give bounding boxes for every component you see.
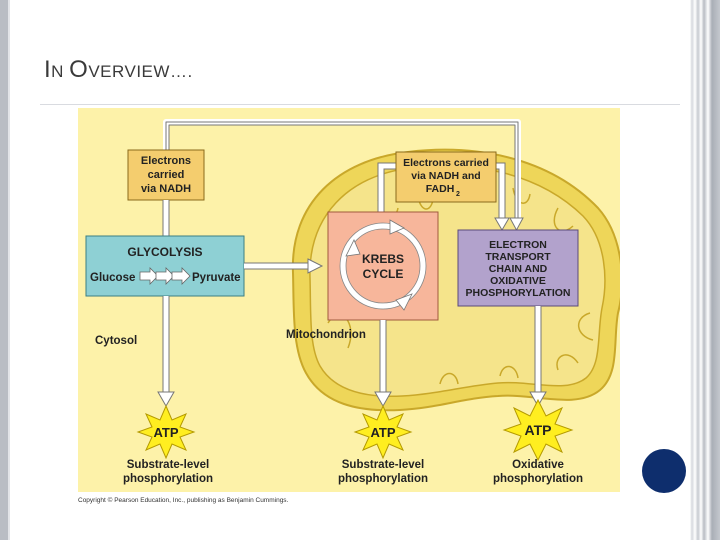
electron-transport-chain-box: [457, 229, 579, 307]
cytosol-label: Cytosol: [95, 335, 137, 347]
nadh-box-line-1: Electrons: [141, 155, 191, 167]
title-rest-2: verview….: [88, 62, 193, 81]
oxidative-label-1: Oxidative: [512, 459, 564, 471]
substrate-label-left-1: Substrate-level: [127, 459, 209, 471]
krebs-line-2: CYCLE: [363, 267, 404, 281]
title-rule: [40, 104, 680, 105]
slide-frame-left-inner: [8, 0, 10, 540]
etc-line-3: CHAIN AND: [489, 263, 548, 275]
krebs-cycle-arrowhead-2: [395, 293, 413, 311]
etc-line-1: ELECTRON: [489, 239, 547, 251]
nadh-fadh-line-1: Electrons carried: [403, 157, 489, 169]
slide-frame-left: [0, 0, 8, 540]
atp-label-2: ATP: [370, 425, 395, 440]
glycolysis-box: [85, 235, 245, 297]
krebs-cycle-ring: [340, 223, 426, 309]
arrow-carrier-to-etc: [496, 163, 505, 220]
atp-burst-substrate-cytosol: ATP: [136, 404, 196, 460]
slide-frame-right: [690, 0, 720, 540]
glycolysis-step-arrow-3: [171, 267, 191, 285]
glycolysis-title: GLYCOLYSIS: [127, 245, 202, 259]
respiration-overview-figure: Electrons carried via NADH Electrons car…: [78, 108, 623, 492]
nadh-fadh-line-2: via NADH and: [411, 170, 480, 182]
title-initial-1: I: [44, 56, 52, 83]
krebs-cycle-arrowhead-1: [389, 219, 405, 235]
copyright-notice: Copyright © Pearson Education, Inc., pub…: [78, 497, 289, 504]
arrow-head-into-krebs: [307, 258, 324, 274]
figure-svg: Electrons carried via NADH Electrons car…: [78, 108, 623, 492]
substrate-label-mid-1: Substrate-level: [342, 459, 424, 471]
etc-line-2: TRANSPORT: [485, 251, 551, 263]
etc-line-5: PHOSPHORYLATION: [465, 287, 570, 299]
krebs-cycle-arrowhead-3: [345, 239, 361, 257]
nadh-fadh-carrier-box: [395, 151, 497, 203]
arrow-head-etc-top-left: [494, 217, 510, 231]
arrow-krebs-to-carrier: [378, 163, 396, 212]
arrow-head-etc-top-right: [509, 217, 524, 232]
title-initial-2: O: [69, 56, 89, 83]
slide-title: In Overview….: [44, 56, 193, 84]
glycolysis-step-arrow-1: [139, 267, 159, 285]
atp-burst-oxidative: ATP: [502, 398, 574, 462]
nadh-box-line-3: via NADH: [141, 183, 191, 195]
atp-label-1: ATP: [153, 425, 178, 440]
krebs-line-1: KREBS: [362, 252, 404, 266]
fadh-subscript: 2: [456, 191, 460, 198]
etc-line-4: OXIDATIVE: [490, 275, 546, 287]
title-rest-1: n: [51, 62, 70, 81]
substrate-label-mid-2: phosphorylation: [338, 473, 428, 485]
pyruvate-label: Pyruvate: [192, 272, 241, 284]
oxidative-label-2: phosphorylation: [493, 473, 583, 485]
mitochondrion-label: Mitochondrion: [286, 329, 366, 341]
glycolysis-step-arrow-2: [155, 267, 175, 285]
nadh-box-line-2: carried: [148, 169, 185, 181]
atp-burst-substrate-mito: ATP: [353, 404, 413, 460]
slide-accent-dot: [642, 449, 686, 493]
glucose-label: Glucose: [90, 272, 135, 284]
substrate-label-left-2: phosphorylation: [123, 473, 213, 485]
atp-label-3: ATP: [525, 422, 552, 438]
nadh-fadh-line-3: FADH: [426, 183, 455, 195]
